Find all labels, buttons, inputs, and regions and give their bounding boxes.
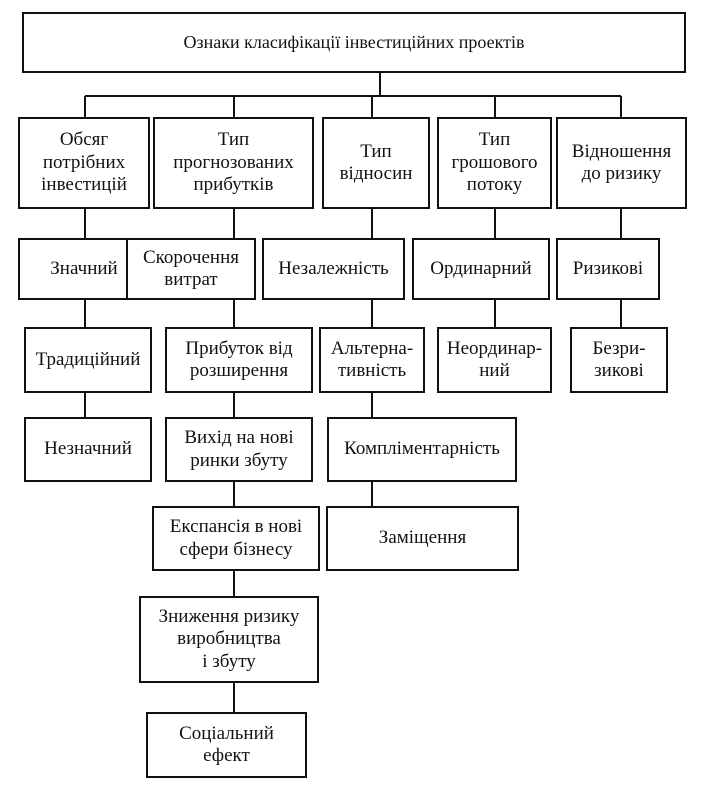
volume-item-insignificant: Незначний [24, 417, 152, 482]
relations-item-substitution: Заміщення [326, 506, 519, 571]
root-box: Ознаки класифікації інвестиційних проект… [22, 12, 686, 73]
risk-item-risky: Ризикові [556, 238, 660, 300]
relations-item-complementarity: Компліментарність [327, 417, 517, 482]
risk-item-risk-free: Безри- зикові [570, 327, 668, 393]
header-risk: Відношення до ризику [556, 117, 687, 209]
relations-item-alternative: Альтерна- тивність [319, 327, 425, 393]
profit-item-expansion-profit: Прибуток від розширення [165, 327, 313, 393]
header-relations: Тип відносин [322, 117, 430, 209]
profit-item-risk-reduction: Зниження ризику виробництва і збуту [139, 596, 319, 683]
relations-item-independence: Незалежність [262, 238, 405, 300]
cashflow-item-non-ordinary: Неординар- ний [437, 327, 552, 393]
profit-item-social-effect: Соціальний ефект [146, 712, 307, 778]
header-volume: Обсяг потрібних інвестицій [18, 117, 150, 209]
profit-item-new-business: Експансія в нові сфери бізнесу [152, 506, 320, 571]
cashflow-item-ordinary: Ординарний [412, 238, 550, 300]
profit-item-cost-reduction: Скорочення витрат [126, 238, 256, 300]
header-cashflow: Тип грошового потоку [437, 117, 552, 209]
volume-item-traditional: Традиційний [24, 327, 152, 393]
header-profit: Тип прогнозованих прибутків [153, 117, 314, 209]
profit-item-new-markets: Вихід на нові ринки збуту [165, 417, 313, 482]
